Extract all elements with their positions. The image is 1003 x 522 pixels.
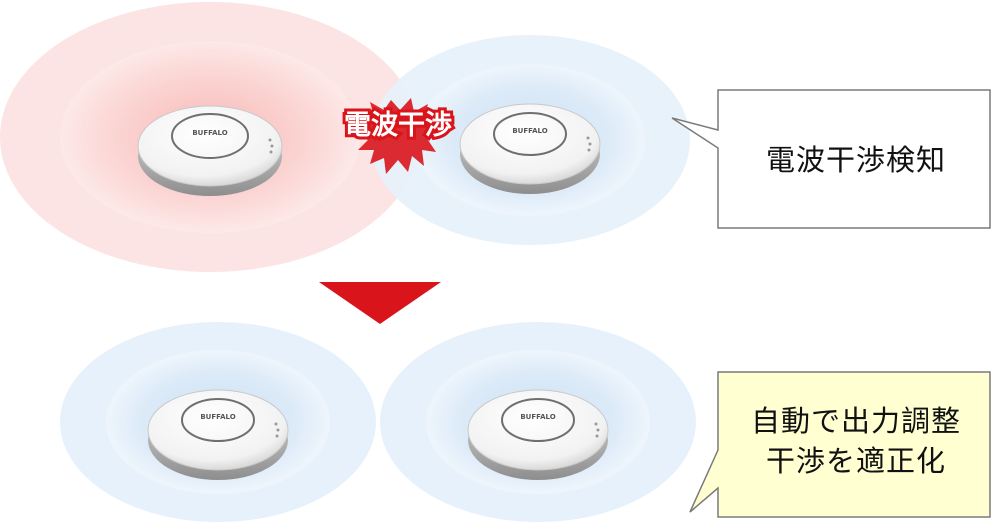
access-point-device: BUFFALO xyxy=(147,389,289,480)
callout-detect xyxy=(671,89,991,229)
callout-adjust xyxy=(689,371,991,518)
callout-adjust-text: 自動で出力調整 干渉を適正化 xyxy=(722,401,990,481)
callout-adjust-line2: 干渉を適正化 xyxy=(765,444,946,478)
access-point-device: BUFFALO xyxy=(459,103,601,194)
callout-detect-text: 電波干渉検知 xyxy=(765,143,946,177)
svg-text:BUFFALO: BUFFALO xyxy=(512,127,547,135)
access-point-device: BUFFALO xyxy=(467,389,609,480)
access-point-device: BUFFALO xyxy=(137,105,283,196)
down-arrow-icon xyxy=(319,282,441,324)
callout-adjust-line1: 自動で出力調整 xyxy=(750,404,961,438)
interference-label: 電波干渉 xyxy=(344,110,452,141)
svg-text:BUFFALO: BUFFALO xyxy=(192,129,227,137)
interference-burst-icon xyxy=(352,98,442,174)
svg-text:BUFFALO: BUFFALO xyxy=(200,413,235,421)
svg-text:BUFFALO: BUFFALO xyxy=(520,413,555,421)
